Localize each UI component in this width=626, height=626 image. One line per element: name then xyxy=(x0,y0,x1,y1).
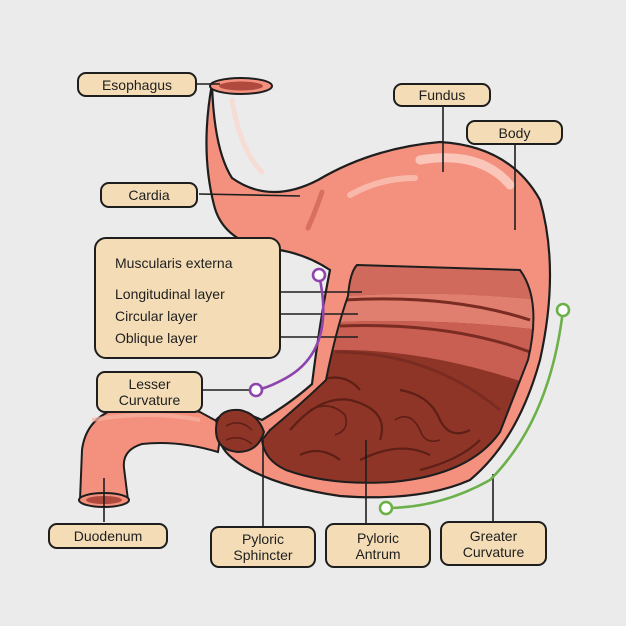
lesser-curvature-label: Lesser Curvature xyxy=(96,371,203,413)
esophagus-label: Esophagus xyxy=(77,72,197,97)
greater-curvature-label: Greater Curvature xyxy=(440,521,547,566)
pyloric-sphincter-label: Pyloric Sphincter xyxy=(210,526,316,568)
greater-curvature-marker xyxy=(385,309,565,510)
cardia-label: Cardia xyxy=(100,182,198,208)
fundus-label: Fundus xyxy=(393,83,491,107)
duodenum-label: Duodenum xyxy=(48,523,168,549)
layer-circular: Circular layer xyxy=(115,308,198,324)
lesser-curvature-marker xyxy=(255,274,325,392)
layer-oblique: Oblique layer xyxy=(115,330,198,346)
layer-longitudinal: Longitudinal layer xyxy=(115,286,225,302)
body-label: Body xyxy=(466,120,563,145)
muscularis-heading: Muscularis externa xyxy=(115,255,233,271)
pyloric-sphincter-bulb xyxy=(214,408,266,454)
pyloric-antrum-label: Pyloric Antrum xyxy=(325,523,431,568)
muscularis-externa-panel: Muscularis externa Longitudinal layer Ci… xyxy=(94,237,281,359)
